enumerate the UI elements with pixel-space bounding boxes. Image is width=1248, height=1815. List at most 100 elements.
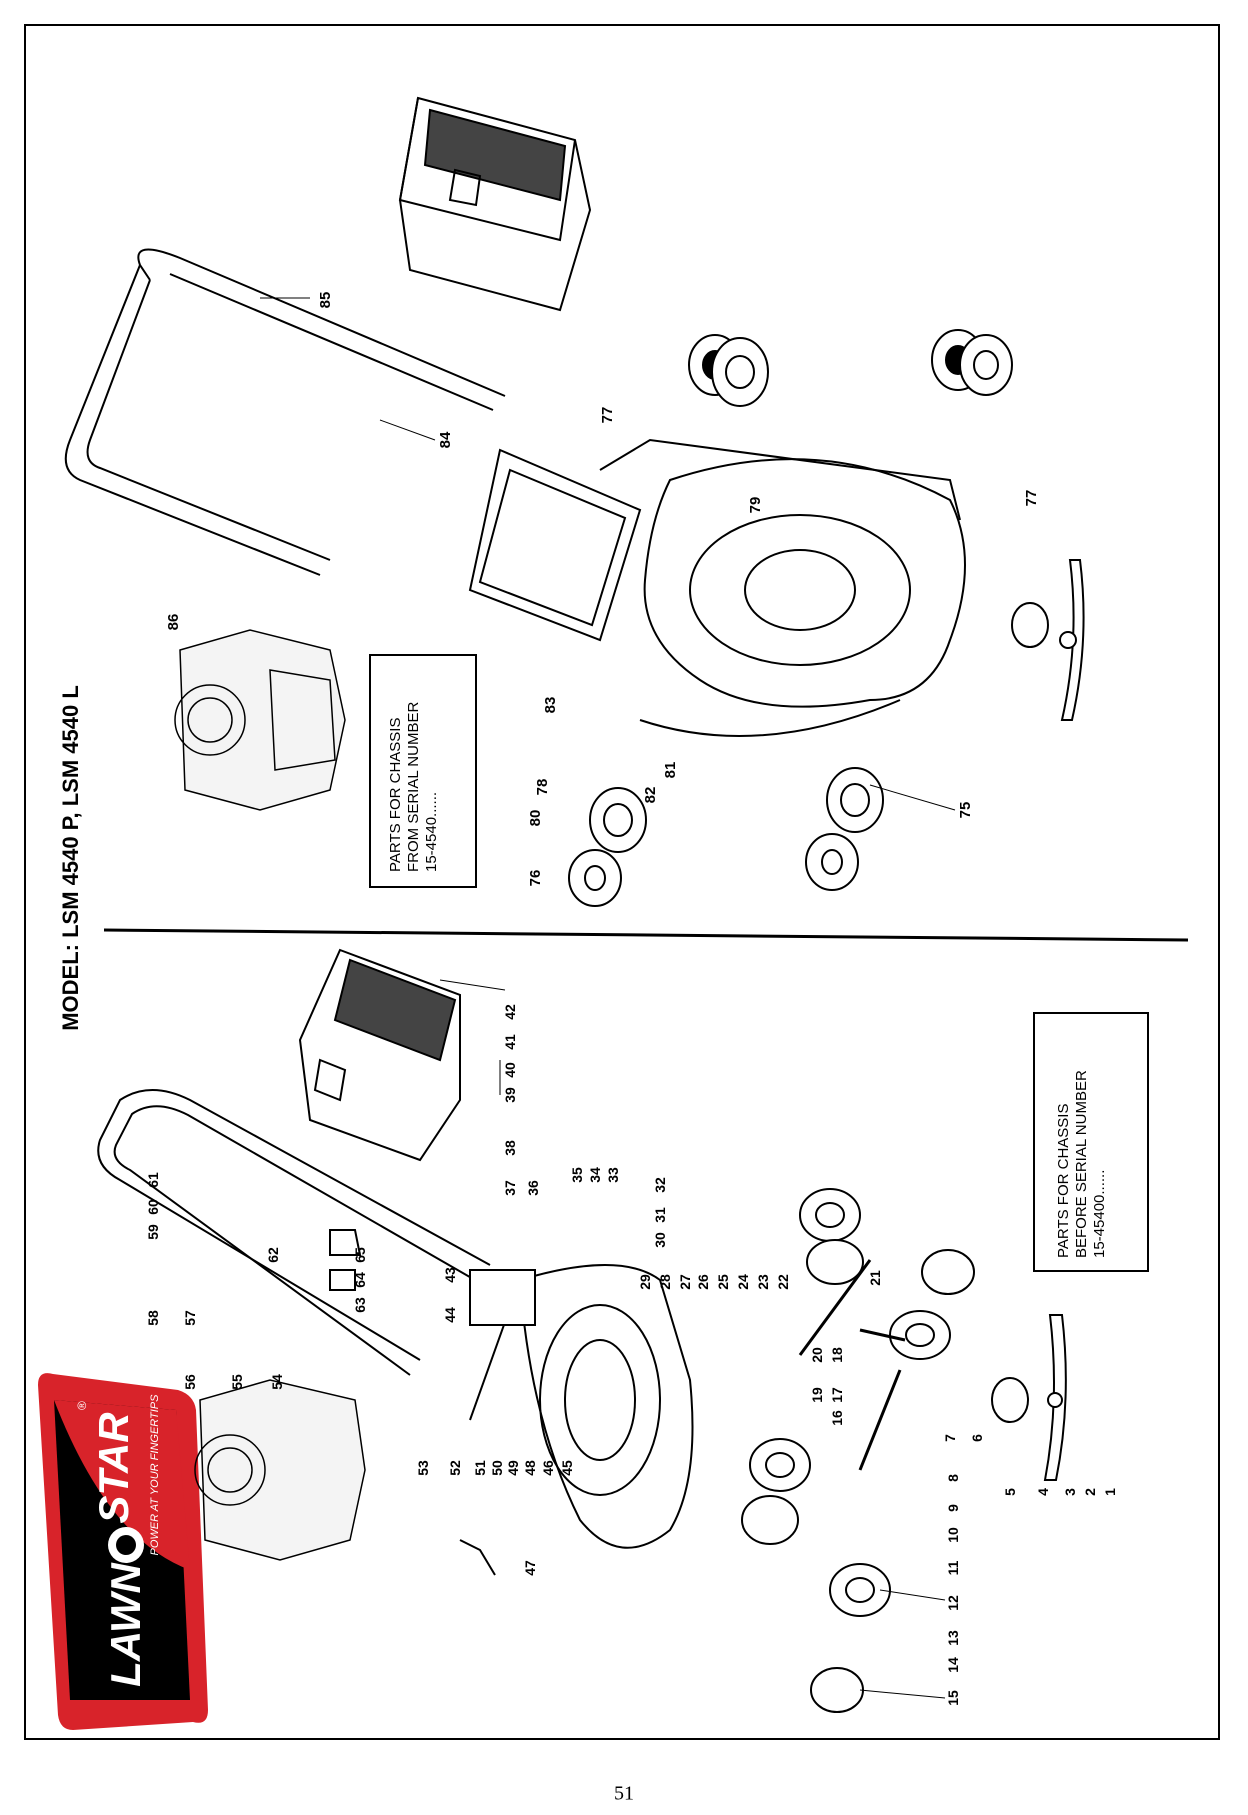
callout-14: 14 xyxy=(945,1657,961,1673)
box-before-line1: PARTS FOR CHASSIS xyxy=(1055,1104,1072,1258)
lower-engine xyxy=(194,1379,366,1561)
callout-63: 63 xyxy=(352,1297,368,1313)
svg-text:23: 23 xyxy=(755,1274,771,1290)
callout-49: 49 xyxy=(505,1460,521,1476)
callout-3: 3 xyxy=(1062,1488,1078,1496)
callout-27: 27 xyxy=(677,1274,693,1290)
callout-1: 1 xyxy=(1102,1488,1118,1496)
callout-18: 18 xyxy=(829,1347,845,1363)
model-title: MODEL: LSM 4540 P, LSM 4540 L xyxy=(58,685,83,1031)
lower-axles xyxy=(798,1259,906,1471)
callout-53: 53 xyxy=(415,1460,431,1476)
svg-text:53: 53 xyxy=(415,1460,431,1476)
leader-lines xyxy=(260,297,956,1699)
svg-text:57: 57 xyxy=(182,1310,198,1326)
callout-40: 40 xyxy=(502,1062,518,1078)
svg-text:7: 7 xyxy=(942,1434,958,1442)
callout-48: 48 xyxy=(522,1460,538,1476)
svg-text:32: 32 xyxy=(652,1177,668,1193)
callout-34: 34 xyxy=(587,1167,603,1183)
svg-text:25: 25 xyxy=(715,1274,731,1290)
box-from-line2: FROM SERIAL NUMBER xyxy=(405,702,422,872)
svg-text:6: 6 xyxy=(969,1434,985,1442)
callout-46: 46 xyxy=(540,1460,556,1476)
svg-text:9: 9 xyxy=(945,1504,961,1512)
svg-text:13: 13 xyxy=(945,1630,961,1646)
svg-text:47: 47 xyxy=(522,1560,538,1576)
svg-text:16: 16 xyxy=(829,1410,845,1426)
callout-52: 52 xyxy=(447,1460,463,1476)
svg-text:26: 26 xyxy=(695,1274,711,1290)
svg-text:56: 56 xyxy=(182,1374,198,1390)
svg-text:3: 3 xyxy=(1062,1488,1078,1496)
callout-23: 23 xyxy=(755,1274,771,1290)
page-number: 51 xyxy=(614,1782,634,1805)
lower-deck xyxy=(469,1264,694,1549)
svg-text:81: 81 xyxy=(662,762,679,779)
callout-24: 24 xyxy=(735,1274,751,1290)
svg-text:84: 84 xyxy=(437,431,454,448)
svg-text:43: 43 xyxy=(442,1267,458,1283)
box-before-line3: 15-45400...... xyxy=(1091,1170,1108,1258)
logo-red-swoosh xyxy=(54,1400,190,1570)
upper-deck xyxy=(599,438,966,737)
logo-brand-left: LAWN xyxy=(102,1562,149,1687)
callout-50: 50 xyxy=(489,1460,505,1476)
callout-62: 62 xyxy=(265,1247,281,1263)
svg-text:79: 79 xyxy=(747,497,764,514)
logo-brand-right: STAR xyxy=(90,1412,137,1524)
svg-text:55: 55 xyxy=(229,1374,245,1390)
svg-text:61: 61 xyxy=(145,1172,161,1188)
svg-text:31: 31 xyxy=(652,1207,668,1223)
svg-text:60: 60 xyxy=(145,1199,161,1215)
svg-text:1: 1 xyxy=(1102,1488,1118,1496)
callout-58: 58 xyxy=(145,1310,161,1326)
callout-36: 36 xyxy=(525,1180,541,1196)
svg-text:65: 65 xyxy=(352,1247,368,1263)
callout-61: 61 xyxy=(145,1172,161,1188)
svg-text:76: 76 xyxy=(527,870,544,887)
callout-42: 42 xyxy=(502,1004,518,1020)
callout-47: 47 xyxy=(522,1560,538,1576)
callout-15: 15 xyxy=(945,1690,961,1706)
svg-text:59: 59 xyxy=(145,1224,161,1240)
svg-text:33: 33 xyxy=(605,1167,621,1183)
svg-text:30: 30 xyxy=(652,1232,668,1248)
callout-86: 86 xyxy=(165,614,182,631)
svg-text:19: 19 xyxy=(809,1387,825,1403)
section-divider xyxy=(103,928,1189,942)
callout-60: 60 xyxy=(145,1199,161,1215)
svg-text:27: 27 xyxy=(677,1274,693,1290)
callout-13: 13 xyxy=(945,1630,961,1646)
svg-text:12: 12 xyxy=(945,1595,961,1611)
callout-21: 21 xyxy=(867,1270,883,1286)
info-box-before-serial: PARTS FOR CHASSIS BEFORE SERIAL NUMBER 1… xyxy=(1033,1012,1149,1272)
upper-wheels xyxy=(568,329,1013,907)
svg-text:54: 54 xyxy=(269,1374,285,1390)
svg-text:29: 29 xyxy=(637,1274,653,1290)
callout-57: 57 xyxy=(182,1310,198,1326)
svg-text:21: 21 xyxy=(867,1270,883,1286)
svg-text:44: 44 xyxy=(442,1307,458,1323)
svg-text:78: 78 xyxy=(534,779,551,796)
svg-text:37: 37 xyxy=(502,1180,518,1196)
svg-text:17: 17 xyxy=(829,1387,845,1403)
callout-80: 80 xyxy=(527,810,544,827)
svg-text:48: 48 xyxy=(522,1460,538,1476)
callout-30: 30 xyxy=(652,1232,668,1248)
lower-handle xyxy=(97,1089,491,1376)
upper-grass-bag xyxy=(398,96,592,312)
svg-text:51: 51 xyxy=(472,1460,488,1476)
svg-text:34: 34 xyxy=(587,1167,603,1183)
lower-wheels xyxy=(741,1188,975,1713)
callout-16: 16 xyxy=(829,1410,845,1426)
svg-text:63: 63 xyxy=(352,1297,368,1313)
callout-79: 79 xyxy=(747,497,764,514)
callout-19: 19 xyxy=(809,1387,825,1403)
lower-grass-bag xyxy=(298,948,461,1162)
callout-9: 9 xyxy=(945,1504,961,1512)
svg-text:14: 14 xyxy=(945,1657,961,1673)
svg-text:42: 42 xyxy=(502,1004,518,1020)
callout-55: 55 xyxy=(229,1374,245,1390)
